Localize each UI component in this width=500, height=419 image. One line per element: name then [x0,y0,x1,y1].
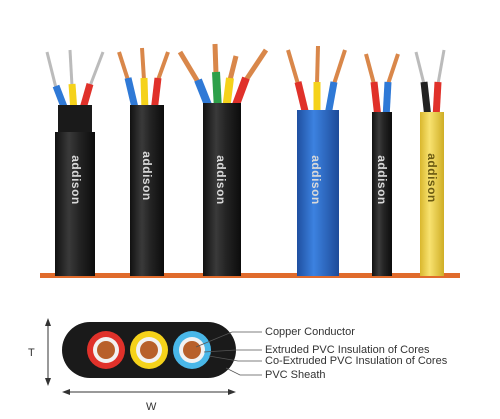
cable-2: addison [117,47,170,276]
label-extruded-pvc: Extruded PVC Insulation of Cores [265,344,430,356]
cable-3-brand: addison [214,155,228,205]
cable-2-brand: addison [140,151,154,201]
cross-section-diagram: T W Copper Conductor Extruded PVC Insula… [28,318,448,413]
core-red [87,331,125,369]
cable-5: addison [364,53,400,276]
label-copper-conductor: Copper Conductor [265,326,355,338]
cable-1: addison [45,49,105,276]
dim-t-label: T [28,347,35,359]
cable-5-brand: addison [375,155,389,205]
core-blue [173,331,211,369]
dim-w-label: W [146,401,157,413]
cable-3: addison [177,43,269,276]
cables-photo: addison addison addison addison [40,43,460,278]
dimension-t: T [28,318,51,386]
cable-6: addison [414,49,446,276]
core-yellow [130,331,168,369]
label-pvc-sheath: PVC Sheath [265,369,326,381]
label-coextruded-pvc: Co-Extruded PVC Insulation of Cores [265,355,448,367]
cable-4: addison [286,45,347,276]
cable-1-brand: addison [69,155,83,205]
leader-lines [195,331,262,376]
cable-6-brand: addison [425,153,439,203]
floor-line [40,273,460,278]
dimension-w: W [62,389,236,413]
cable-4-brand: addison [309,155,323,205]
